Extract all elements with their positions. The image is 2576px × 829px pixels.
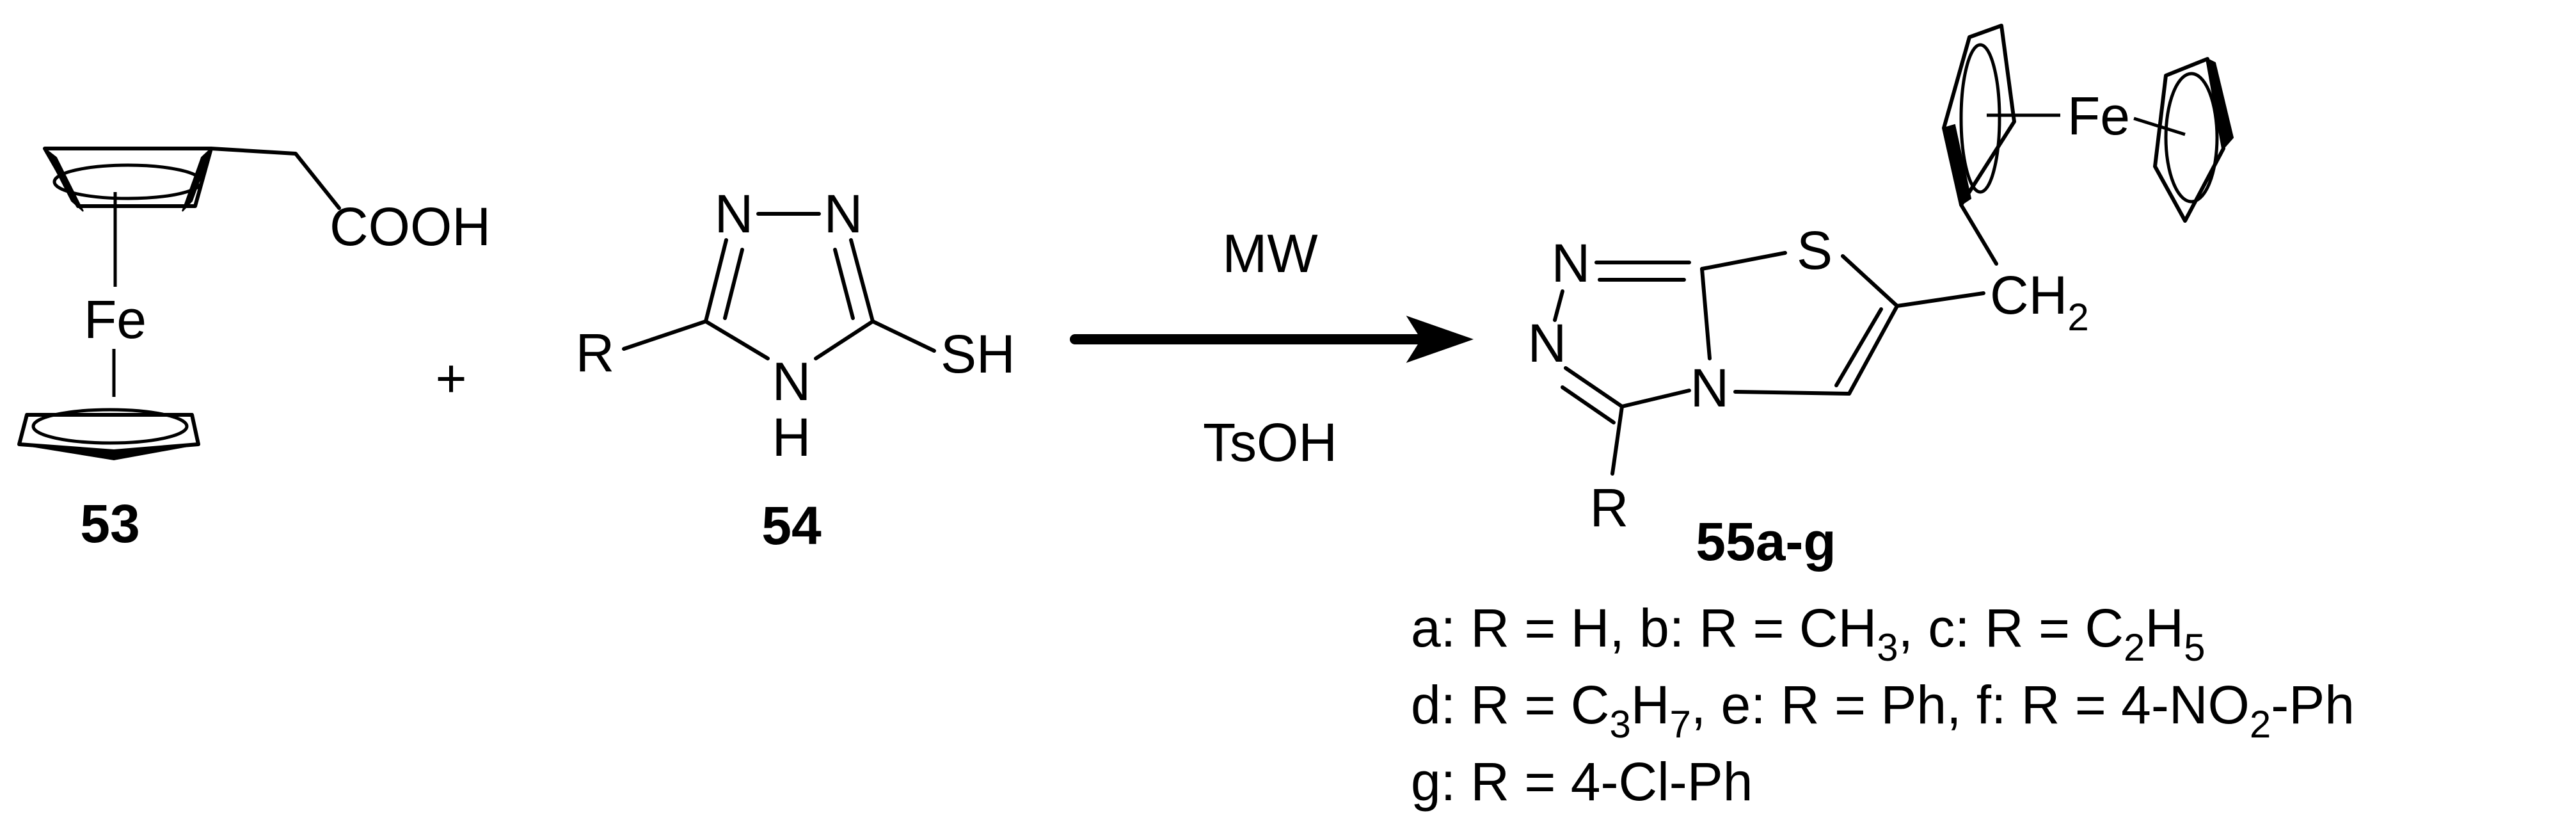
r-label-55: R [1590,478,1629,538]
legend-line1-segment: 5 [2184,626,2205,669]
legend-line3-segment: g: R = 4-Cl-Ph [1411,752,1753,812]
fe-label-55: Fe [2067,86,2130,146]
n-bridge-label-55: N [1690,358,1729,418]
legend-line2-segment: 7 [1670,703,1691,746]
sh-label: SH [941,324,1015,384]
legend-line2-segment: d: R = C [1411,675,1609,735]
nh-h-label: H [772,407,811,467]
r-group-legend: a: R = H, b: R = CH3, c: R = C2H5 d: R =… [1411,598,2355,812]
compound-54: N N R SH N H 54 [576,184,1015,556]
cp-ring-top-aromatic [52,163,203,200]
ch2-chain-53 [209,147,341,210]
n2-label-54: N [824,184,863,244]
fe-label-53: Fe [84,289,147,350]
compound-number-55: 55a-g [1696,511,1836,572]
fc-cp-ring-right [2153,57,2225,223]
arrow-condition-above: MW [1222,223,1317,284]
compound-55: N N N S R CH2 [1528,24,2234,572]
legend-line-2: d: R = C3H7, e: R = Ph, f: R = 4-NO2-Ph [1411,675,2355,746]
legend-line1-segment: , c: R = C [1898,598,2124,658]
s-label-55: S [1797,220,1833,280]
r-label-54: R [576,323,615,383]
reaction-arrow: MW TsOH [1070,223,1474,472]
cp-ring-bottom-aromatic [31,408,189,445]
legend-line2-segment: 3 [1609,703,1630,746]
fc-cp-ring-left-aromatic [1959,43,2001,194]
n-top-label-55: N [1552,233,1591,293]
n-left-label-55: N [1528,313,1567,373]
legend-line2-segment: H [1631,675,1670,735]
legend-line1-segment: H [2145,598,2184,658]
legend-line2-segment: -Ph [2271,675,2355,735]
legend-line2-segment: , e: R = Ph, f: R = 4-NO [1691,675,2250,735]
legend-line1-segment: 3 [1877,626,1898,669]
plus-sign: + [435,348,466,408]
compound-number-53: 53 [80,494,139,554]
compound-53: Fe COOH 53 [17,147,491,554]
nh-n-label: N [772,351,811,412]
arrow-condition-below: TsOH [1203,412,1337,472]
legend-line1-segment: a: R = H, b: R = CH [1411,598,1877,658]
ch2-label-55: CH2 [1990,265,2089,339]
legend-line-1: a: R = H, b: R = CH3, c: R = C2H5 [1411,598,2205,669]
compound-number-54: 54 [761,495,822,556]
legend-line1-segment: 2 [2124,626,2145,669]
n1-label-54: N [715,184,754,244]
cooh-label: COOH [330,197,491,257]
fc-cp-ring-right-aromatic [2164,72,2219,204]
legend-line-3: g: R = 4-Cl-Ph [1411,752,1753,812]
legend-line2-segment: 2 [2250,703,2271,746]
